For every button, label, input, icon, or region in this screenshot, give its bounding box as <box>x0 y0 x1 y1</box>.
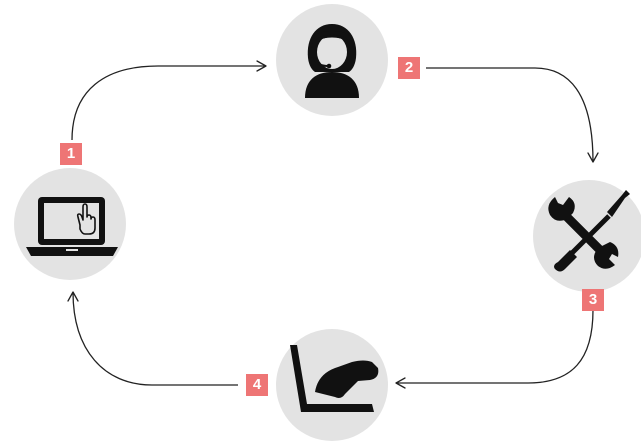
step-2-node <box>276 4 388 116</box>
support-agent-headset-icon <box>305 24 359 98</box>
hand-laptop-icon <box>290 345 379 412</box>
step-1-badge: 1 <box>60 143 82 165</box>
wrench-screwdriver-icon <box>548 190 630 272</box>
step-2-badge: 2 <box>398 57 420 79</box>
laptop-cursor-icon <box>26 197 118 256</box>
arrow-4-to-1 <box>67 291 238 386</box>
arrow-1-to-2 <box>71 60 267 141</box>
arrow-3-to-4 <box>395 309 594 389</box>
step-3-node <box>533 180 641 292</box>
step-3-badge: 3 <box>582 289 604 311</box>
step-4-node <box>276 329 388 441</box>
arrow-2-to-3 <box>426 67 599 163</box>
step-1-node <box>14 168 126 280</box>
step-4-badge: 4 <box>246 374 268 396</box>
